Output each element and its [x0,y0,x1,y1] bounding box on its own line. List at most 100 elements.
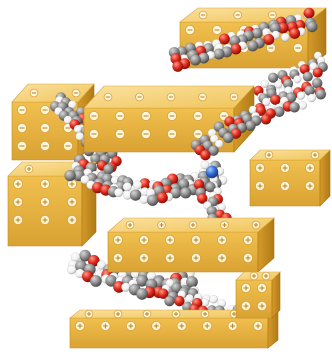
oxygen-atom [156,191,168,204]
chain-top [168,7,318,73]
minus-sign-icon [229,92,239,102]
minus-sign-icon [135,92,144,102]
plus-sign-icon [75,320,86,331]
plus-sign-icon [261,271,271,281]
left-lower-slab [7,161,97,247]
molecules-back [49,7,328,175]
plus-sign-icon [202,320,213,331]
minus-sign-icon [184,24,195,35]
minus-sign-icon [115,128,126,139]
plus-sign-icon [310,150,320,160]
carbon-atom [315,88,327,100]
oxygen-atom [172,60,184,73]
plus-sign-icon [227,320,238,331]
minus-sign-icon [140,128,151,139]
plus-sign-icon [256,282,267,293]
oxygen-atom [312,67,323,78]
minus-sign-icon [166,92,176,102]
plus-sign-icon [40,178,51,189]
minus-sign-icon [63,140,74,151]
carbon-atom [267,72,279,83]
hydrogen-atom [280,32,290,42]
minus-sign-icon [16,123,27,134]
carbon-atom [247,40,259,52]
plus-sign-icon [240,300,251,311]
carbon-atom [289,101,300,113]
oxygen-atom [269,94,281,106]
plus-sign-icon [151,320,162,331]
oxygen-atom [196,193,208,204]
plus-sign-icon [138,234,149,245]
plus-sign-icon [113,234,124,245]
plus-sign-icon [216,252,227,263]
carbon-atom [302,71,313,82]
minus-sign-icon [115,111,126,122]
plus-sign-icon [67,214,78,225]
plus-sign-icon [304,180,315,191]
plus-sign-icon [24,164,34,174]
right-back-slab [249,149,331,207]
minus-sign-icon [103,92,113,102]
bottom-slab [69,309,279,349]
minus-sign-icon [71,88,81,98]
plus-sign-icon [251,220,261,230]
plus-sign-icon [40,196,51,207]
plus-sign-icon [138,252,149,263]
plus-sign-icon [164,252,175,263]
plus-sign-icon [125,220,135,230]
plus-sign-icon [200,309,210,319]
hydrogen-atom [260,79,269,88]
carbon-atom [222,132,234,144]
chain-middle [64,154,228,207]
hydrogen-atom [200,160,210,170]
plus-sign-icon [125,320,136,331]
minus-sign-icon [166,111,177,122]
minus-sign-icon [166,128,177,139]
hydrogen-atom [298,101,308,110]
oxygen-atom [173,295,185,307]
plus-sign-icon [12,214,23,225]
plus-sign-icon [67,178,78,189]
plus-sign-icon [176,320,187,331]
carbon-atom [64,169,76,182]
hydrogen-atom [307,93,317,103]
hydrogen-atom [214,139,224,149]
plus-sign-icon [113,309,123,319]
minus-sign-icon [198,10,208,20]
carbon-atom [89,275,102,288]
slab-front-face [107,231,259,273]
hydrogen-atom [80,175,90,185]
plus-sign-icon [256,300,267,311]
plus-sign-icon [67,196,78,207]
plus-sign-icon [264,150,274,160]
hydrogen-atom [261,97,271,107]
minus-sign-icon [268,10,277,20]
carbon-atom [179,186,192,199]
hydrogen-atom [309,62,318,71]
plus-sign-icon [240,282,251,293]
carbon-atom [306,21,318,33]
hydrogen-atom [209,294,218,304]
carbon-atom [213,48,225,60]
plus-sign-icon [304,162,315,173]
plus-sign-icon [190,234,201,245]
plus-sign-icon [220,220,229,230]
plus-sign-icon [164,234,175,245]
hydrogen-atom [293,75,302,84]
oxygen-atom [260,113,272,125]
minus-sign-icon [40,123,51,134]
minus-sign-icon [198,92,207,102]
carbon-atom [208,145,219,157]
plus-sign-icon [12,196,23,207]
plus-sign-icon [188,220,198,230]
plus-sign-icon [84,309,94,319]
plus-sign-icon [242,234,253,245]
lower-right-slab [107,217,275,273]
minus-sign-icon [29,88,39,98]
carbon-atom [129,189,142,201]
plus-sign-icon [113,252,124,263]
plus-sign-icon [12,178,23,189]
slab-front-face [235,279,273,319]
molecules-front [64,77,327,332]
minus-sign-icon [211,24,222,35]
